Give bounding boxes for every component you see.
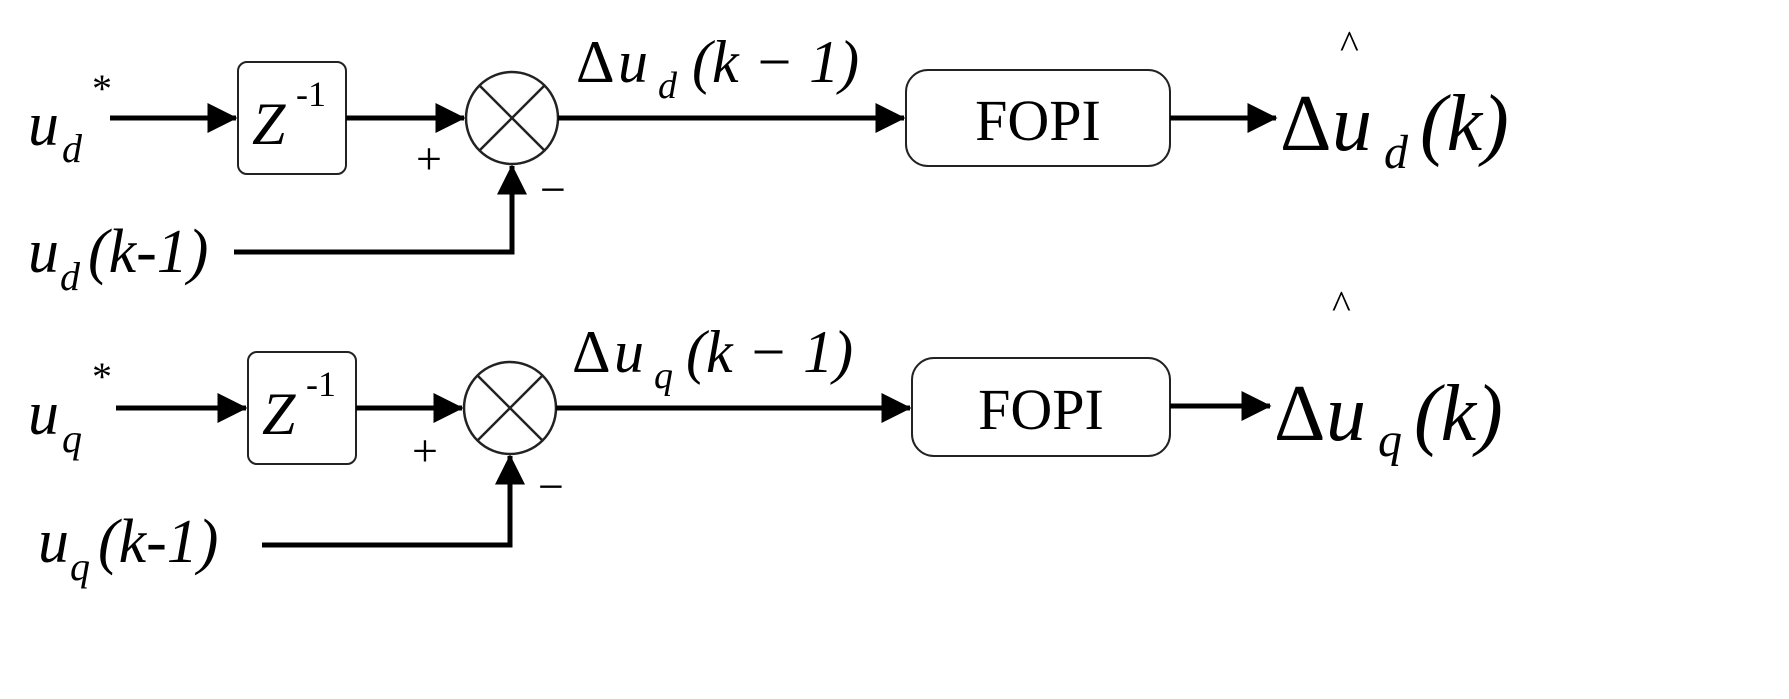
error-delta: Δ <box>576 29 615 95</box>
error-label: u <box>618 29 648 95</box>
error-subscript: d <box>658 65 678 107</box>
summing-junction <box>462 360 558 456</box>
output-subscript: q <box>1378 414 1402 467</box>
error-subscript: q <box>654 355 673 397</box>
delay-block-exponent: -1 <box>306 364 336 404</box>
input-subscript: d <box>62 126 83 171</box>
input-label: u <box>28 380 59 448</box>
error-label: u <box>614 319 644 385</box>
plus-sign: + <box>412 425 438 476</box>
feedback-argument: (k-1) <box>88 218 208 286</box>
output-subscript: d <box>1384 126 1409 179</box>
feedback-label: u <box>38 508 69 576</box>
input-label: u <box>28 91 59 159</box>
row-d: u d * Z -1 + − u d (k-1) Δ u d (k − 1) <box>28 22 1509 299</box>
error-argument: (k − 1) <box>686 319 853 385</box>
output-delta: Δ <box>1280 80 1331 168</box>
output-label: u <box>1332 80 1372 168</box>
feedback-arrow <box>262 454 525 548</box>
output-hat: ^ <box>1332 282 1351 327</box>
delay-block-label: Z <box>262 381 296 447</box>
output-argument: (k) <box>1420 80 1509 168</box>
feedback-label: u <box>28 218 59 286</box>
plus-sign: + <box>416 133 442 184</box>
error-delta: Δ <box>572 319 611 385</box>
error-argument: (k − 1) <box>692 29 859 95</box>
summing-junction <box>464 70 560 166</box>
feedback-arrow <box>234 164 527 255</box>
feedback-subscript: q <box>70 544 90 589</box>
fopi-block-label: FOPI <box>978 377 1104 442</box>
input-subscript: q <box>62 416 82 461</box>
output-hat: ^ <box>1340 22 1359 67</box>
feedback-argument: (k-1) <box>98 508 218 576</box>
input-superscript: * <box>92 66 112 111</box>
delay-block-exponent: -1 <box>296 74 326 114</box>
delay-block-label: Z <box>252 91 286 157</box>
output-delta: Δ <box>1274 370 1325 458</box>
fopi-block-label: FOPI <box>975 88 1101 153</box>
row-q: u q * Z -1 + − u q (k-1) Δ u q (k − 1) <box>28 282 1503 589</box>
feedback-subscript: d <box>60 254 81 299</box>
output-label: u <box>1326 370 1366 458</box>
minus-sign: − <box>540 164 566 215</box>
output-argument: (k) <box>1414 370 1503 458</box>
input-superscript: * <box>92 354 112 399</box>
minus-sign: − <box>538 461 564 512</box>
